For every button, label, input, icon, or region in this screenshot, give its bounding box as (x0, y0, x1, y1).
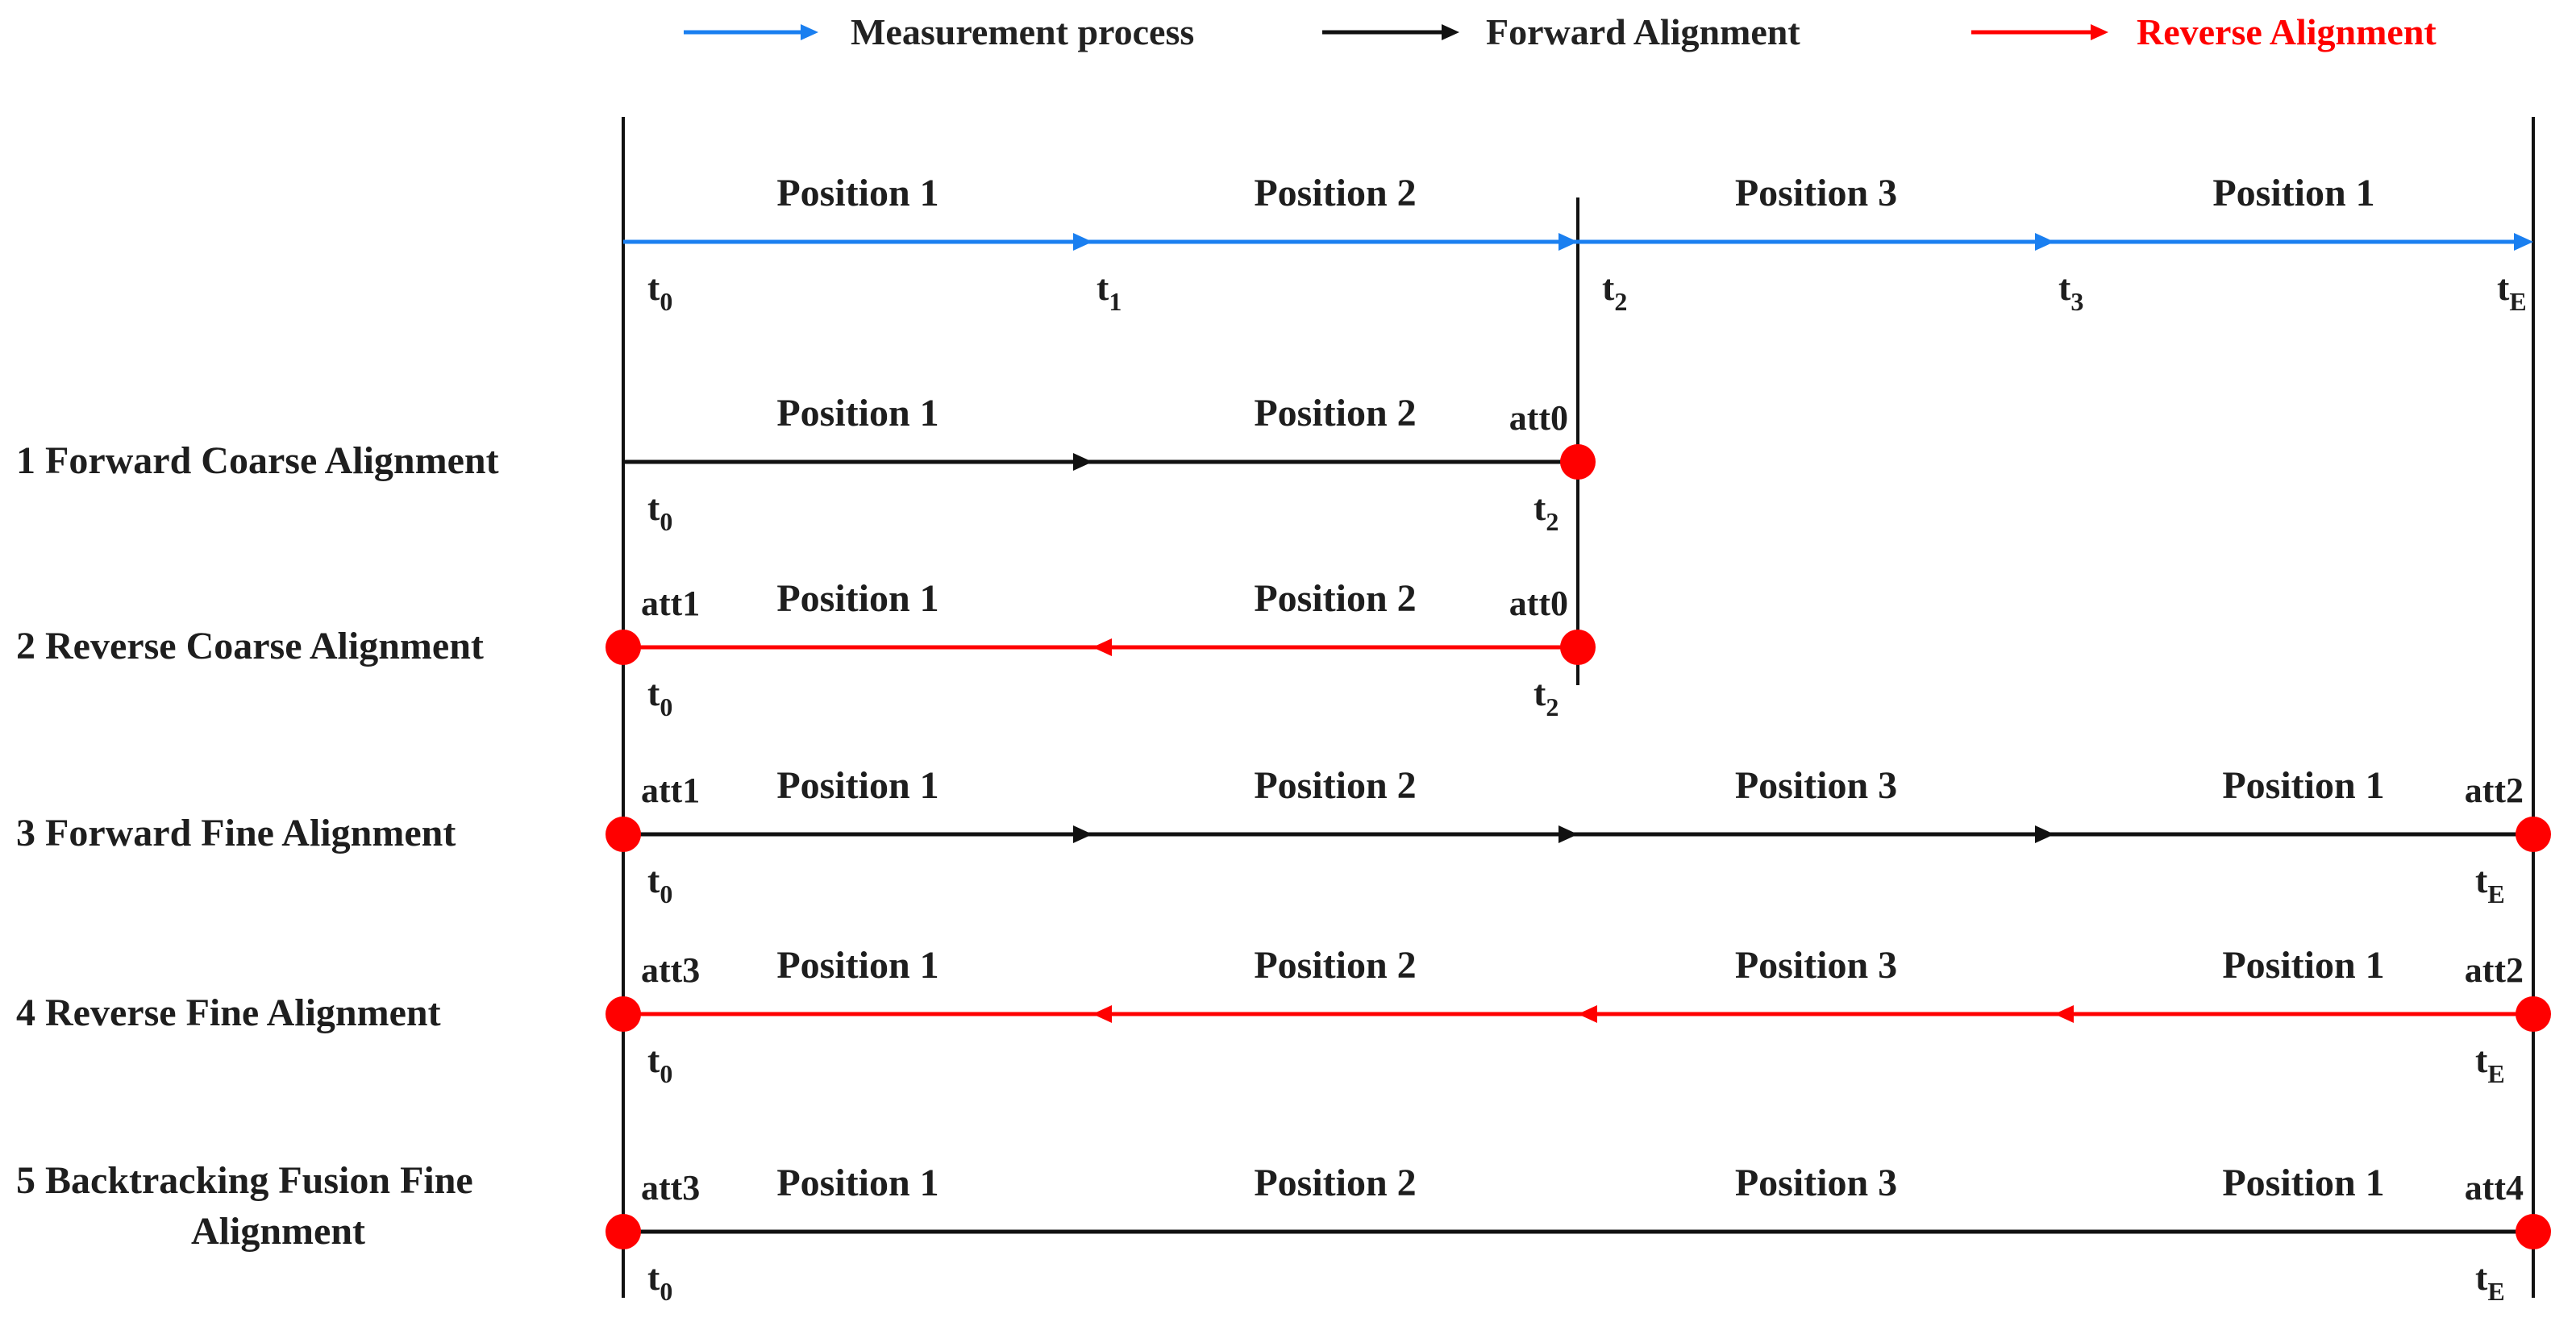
row-2-start-att: att1 (641, 584, 700, 623)
row-3-start-time: t0 (647, 859, 672, 908)
measurement-time-label-1: t1 (1097, 267, 1122, 316)
row-3-position-label-3: Position 1 (2222, 764, 2384, 807)
row-2-position-label-0: Position 1 (776, 577, 938, 620)
row-4-arrowhead-3 (2054, 1005, 2074, 1023)
row-label-1: 1 Forward Coarse Alignment (16, 439, 499, 482)
row-3-arrowhead-1 (1073, 825, 1092, 843)
row-1-position-label-0: Position 1 (776, 392, 938, 434)
row-4-arrowhead-2 (1578, 1005, 1597, 1023)
row-3-end-marker (2516, 817, 2551, 852)
measurement-time-label-0: t0 (647, 267, 672, 316)
row-1-start-time: t0 (647, 487, 672, 536)
row-2-start-marker (606, 630, 641, 665)
measurement-position-label-3: Position 1 (2212, 172, 2374, 214)
measurement-time-label-2: t2 (1602, 267, 1627, 316)
row-5-start-marker (606, 1214, 641, 1249)
row-5-end-marker (2516, 1214, 2551, 1249)
row-label-4: 4 Reverse Fine Alignment (16, 991, 441, 1034)
row-4-arrowhead-1 (1092, 1005, 1112, 1023)
row-label-2: 2 Reverse Coarse Alignment (16, 625, 484, 667)
measurement-position-label-2: Position 3 (1735, 172, 1897, 214)
row-3-end-att: att2 (2465, 771, 2524, 810)
row-1-end-att: att0 (1509, 398, 1568, 438)
legend-arrowhead-0 (801, 24, 818, 40)
row-4-position-label-3: Position 1 (2222, 944, 2384, 987)
measurement-arrowhead-3 (2035, 233, 2054, 251)
measurement-time-label-3: t3 (2058, 267, 2083, 316)
row-2-start-time: t0 (647, 672, 672, 721)
row-1-arrowhead-1 (1073, 453, 1092, 471)
row-3-position-label-0: Position 1 (776, 764, 938, 807)
row-3-position-label-2: Position 3 (1735, 764, 1897, 807)
row-5-position-label-3: Position 1 (2222, 1162, 2384, 1204)
row-5-position-label-0: Position 1 (776, 1162, 938, 1204)
row-1-end-marker (1560, 444, 1596, 480)
row-2-arrowhead-1 (1092, 638, 1112, 656)
legend-label-0: Measurement process (851, 11, 1194, 52)
row-5-position-label-2: Position 3 (1735, 1162, 1897, 1204)
row-2-end-att: att0 (1509, 584, 1568, 623)
legend-arrowhead-1 (1442, 24, 1459, 40)
measurement-position-label-0: Position 1 (776, 172, 938, 214)
legend-arrowhead-2 (2091, 24, 2108, 40)
row-5-position-label-1: Position 2 (1254, 1162, 1416, 1204)
legend-label-2: Reverse Alignment (2137, 11, 2437, 52)
row-5-start-att: att3 (641, 1168, 700, 1208)
row-5-end-time: tE (2475, 1257, 2505, 1306)
row-2-end-time: t2 (1534, 672, 1559, 721)
row-5-end-att: att4 (2465, 1168, 2524, 1208)
measurement-time-label-4: tE (2497, 267, 2527, 316)
row-2-end-marker (1560, 630, 1596, 665)
row-4-start-marker (606, 996, 641, 1032)
row-3-start-marker (606, 817, 641, 852)
row-1-position-label-1: Position 2 (1254, 392, 1416, 434)
row-2-position-label-1: Position 2 (1254, 577, 1416, 620)
row-4-position-label-0: Position 1 (776, 944, 938, 987)
row-4-position-label-1: Position 2 (1254, 944, 1416, 987)
row-4-start-att: att3 (641, 950, 700, 990)
measurement-arrowhead-4 (2514, 233, 2533, 251)
row-3-start-att: att1 (641, 771, 700, 810)
row-3-end-time: tE (2475, 859, 2505, 908)
row-label-3: 3 Forward Fine Alignment (16, 812, 456, 854)
row-label-5-line-1: Alignment (191, 1210, 365, 1253)
row-3-position-label-1: Position 2 (1254, 764, 1416, 807)
measurement-arrowhead-1 (1073, 233, 1092, 251)
measurement-arrowhead-2 (1559, 233, 1578, 251)
row-4-end-time: tE (2475, 1039, 2505, 1088)
measurement-position-label-1: Position 2 (1254, 172, 1416, 214)
row-5-start-time: t0 (647, 1257, 672, 1306)
row-3-arrowhead-3 (2035, 825, 2054, 843)
row-4-end-att: att2 (2465, 950, 2524, 990)
legend-label-1: Forward Alignment (1486, 11, 1800, 52)
row-3-arrowhead-2 (1559, 825, 1578, 843)
row-4-position-label-2: Position 3 (1735, 944, 1897, 987)
row-label-5-line-0: 5 Backtracking Fusion Fine (16, 1159, 473, 1202)
row-4-start-time: t0 (647, 1039, 672, 1088)
row-1-end-time: t2 (1534, 487, 1559, 536)
row-4-end-marker (2516, 996, 2551, 1032)
